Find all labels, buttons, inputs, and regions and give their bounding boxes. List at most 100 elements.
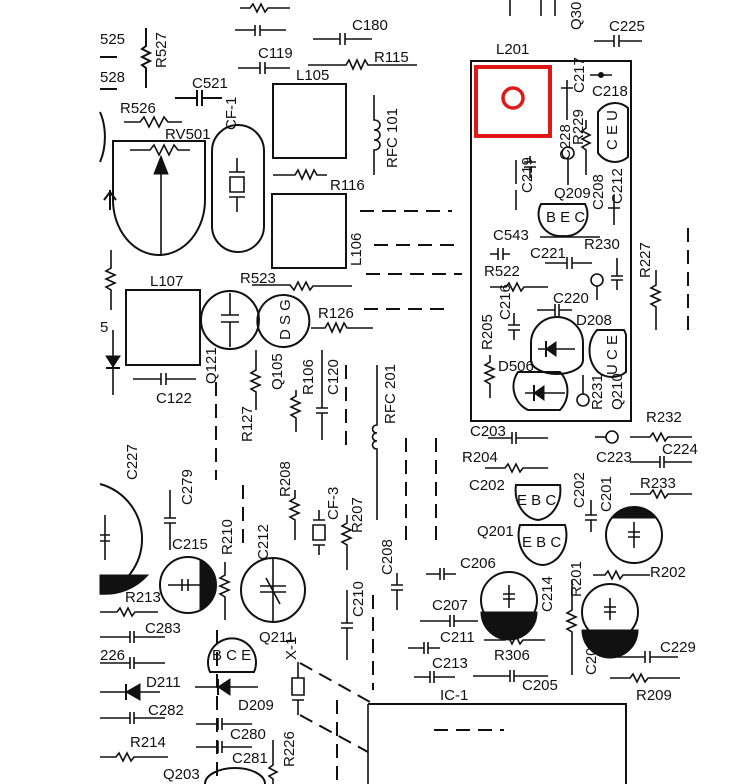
svg-text:E B C: E B C <box>517 492 556 509</box>
svg-text:C208: C208 <box>379 539 396 575</box>
capacitor-c225: C225 <box>594 18 645 47</box>
capacitor-c279: C279 <box>164 469 196 550</box>
svg-text:C202: C202 <box>571 472 588 508</box>
rfc-101: RFC 101 <box>373 95 401 175</box>
resistor-r208: R208 <box>277 461 301 540</box>
svg-text:RFC 201: RFC 201 <box>382 364 399 424</box>
svg-text:C224: C224 <box>662 441 698 458</box>
label-q30: Q30 <box>568 2 585 30</box>
capacitor-c216: C216 <box>497 284 520 340</box>
resistor-r115: R115 <box>308 49 417 71</box>
label-r230: R230 <box>584 236 620 253</box>
resistor-r527: R527 <box>139 28 170 88</box>
transistor-q211: C212 Q211 <box>240 524 306 646</box>
svg-text:R233: R233 <box>640 475 676 492</box>
resistor-r127: R127 <box>239 350 262 442</box>
svg-text:R115: R115 <box>374 49 409 66</box>
resistor-r201: R201 <box>565 561 585 675</box>
diode-d211: D211 <box>100 674 181 701</box>
svg-text:B E C: B E C <box>546 209 585 226</box>
label-r525: 525 <box>100 31 125 48</box>
svg-text:R202: R202 <box>650 564 686 581</box>
resistor-r207: R207 <box>340 497 366 570</box>
transistor-bce: B C E <box>207 637 257 673</box>
svg-text:RV501: RV501 <box>165 126 211 143</box>
capacitor-c223: C223 C224 <box>596 441 698 468</box>
coil-l105: L105 <box>272 67 347 159</box>
svg-text:L106: L106 <box>348 233 365 266</box>
test-point <box>590 273 604 287</box>
svg-text:R201: R201 <box>568 561 585 597</box>
svg-text:C218: C218 <box>592 83 628 100</box>
capacitor-c229: C229 <box>610 639 696 663</box>
svg-text:C201: C201 <box>598 476 615 512</box>
svg-text:Q211: Q211 <box>259 629 295 646</box>
svg-text:R208: R208 <box>277 461 294 497</box>
svg-text:C225: C225 <box>609 18 645 35</box>
svg-text:C217: C217 <box>571 57 588 93</box>
capacitor-c210: C210 <box>341 581 367 660</box>
svg-text:R526: R526 <box>120 100 156 117</box>
diode-left <box>105 330 121 395</box>
svg-text:Q203: Q203 <box>163 766 200 783</box>
resistor-r202: R202 <box>593 564 686 581</box>
capacitor-c220: C220 <box>537 290 589 316</box>
svg-text:C206: C206 <box>460 555 496 572</box>
svg-text:Q105: Q105 <box>269 353 286 390</box>
svg-text:C207: C207 <box>432 597 468 614</box>
capacitor-c218: C218 <box>590 72 628 100</box>
capacitor-c211: C211 <box>408 629 475 654</box>
label-r528: 528 <box>100 69 125 86</box>
capacitor-c213: C213 <box>414 655 468 683</box>
svg-text:C120: C120 <box>325 359 342 395</box>
resistor-r522: R522 <box>484 263 548 293</box>
capacitor-c122: C122 <box>133 373 196 407</box>
capacitor-c219: C219 <box>515 156 536 210</box>
svg-text:R226: R226 <box>281 731 298 767</box>
svg-text:C280: C280 <box>230 726 266 743</box>
capacitor-c119: C119 <box>238 45 293 74</box>
svg-text:R127: R127 <box>239 406 256 442</box>
ceramic-filter-cf1: CF-1 <box>211 97 265 253</box>
test-point <box>576 393 590 407</box>
svg-text:C211: C211 <box>440 629 475 646</box>
capacitor <box>608 195 620 225</box>
resistor-r227: R227 <box>637 242 662 330</box>
svg-text:R227: R227 <box>637 242 654 278</box>
svg-text:IC-1: IC-1 <box>440 687 468 704</box>
svg-text:C205: C205 <box>522 677 558 694</box>
capacitor-c221: C221 <box>530 245 592 269</box>
label-c228: C228 <box>557 124 574 160</box>
fet-q105: D S G Q105 <box>256 294 311 390</box>
capacitor-c208: C208 <box>379 539 403 610</box>
resistor-r232: R232 <box>630 409 692 443</box>
subboard-outline <box>470 60 632 422</box>
label-c208b: C208 <box>590 174 607 210</box>
svg-text:L107: L107 <box>150 273 183 290</box>
svg-text:C203: C203 <box>470 423 506 440</box>
resistor-r126: R126 <box>311 305 373 334</box>
svg-text:R213: R213 <box>125 589 161 606</box>
svg-text:CF-1: CF-1 <box>223 97 240 130</box>
svg-text:C119: C119 <box>258 45 293 62</box>
capacitor-c543: C543 <box>490 227 600 260</box>
ic-1: IC-1 <box>367 687 627 784</box>
capacitor-c214: C214 <box>480 571 556 641</box>
svg-text:R106: R106 <box>300 359 317 395</box>
svg-text:C281: C281 <box>232 750 268 767</box>
capacitor-c222 <box>611 258 623 290</box>
rfc-201: RFC 201 <box>371 364 399 520</box>
svg-text:D506: D506 <box>498 358 534 375</box>
resistor-r106: R106 <box>289 359 317 432</box>
svg-text:RFC 101: RFC 101 <box>384 108 401 168</box>
svg-text:R126: R126 <box>318 305 354 322</box>
resistor-r205: R205 <box>479 314 496 398</box>
transistor-q201: E B C Q201 <box>477 523 568 567</box>
resistor-r306: R306 <box>484 634 545 664</box>
svg-text:C279: C279 <box>179 469 196 505</box>
resistor <box>240 2 290 14</box>
resistor-r214: R214 <box>100 734 168 763</box>
svg-text:D209: D209 <box>238 697 274 714</box>
capacitor-c217: C217 <box>561 57 588 120</box>
